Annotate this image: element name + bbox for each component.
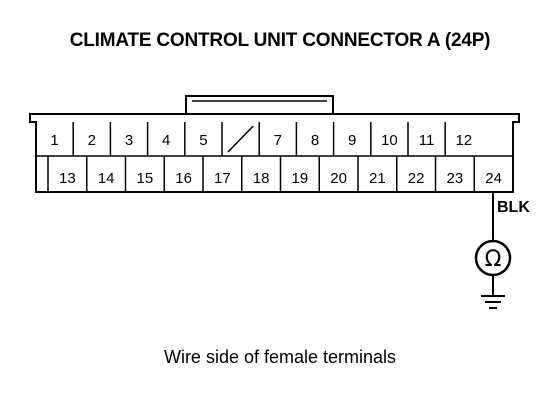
terminal-label: 1 [50,132,58,149]
terminal-label: 17 [214,170,231,187]
terminal-label: 9 [348,132,356,149]
terminal-label: 22 [408,170,425,187]
terminal-label: 16 [175,170,192,187]
terminal-label: 5 [199,132,207,149]
ohm-symbol: Ω [485,247,502,272]
diagram-caption: Wire side of female terminals [163,347,397,367]
connector-shell [29,95,520,193]
connector-outer-frame [29,113,520,193]
terminal-label: 7 [274,132,282,149]
terminal-label: 12 [455,132,472,149]
terminal-label: 13 [59,170,76,187]
terminal-label: 23 [447,170,464,187]
wire-color-label: BLK [497,199,530,216]
terminal-label: 11 [419,132,435,149]
terminal-label: 2 [88,132,96,149]
terminal-label: 3 [125,132,133,149]
terminal-label: 19 [292,170,309,187]
ground-icon [481,295,505,309]
terminal-label: 24 [485,170,502,187]
terminal-label: 18 [253,170,270,187]
terminal-label: 8 [311,132,319,149]
terminal-label: 10 [381,132,398,149]
connector-lock-tab [185,95,334,114]
terminal-label: 21 [369,170,386,187]
ohmmeter-icon: Ω [474,239,512,277]
terminal-label: 15 [137,170,154,187]
blank-terminal-slash [227,125,254,153]
terminal-label: 14 [98,170,115,187]
terminal-label: 4 [162,132,170,149]
terminal-label: 20 [330,170,347,187]
diagram-title: CLIMATE CONTROL UNIT CONNECTOR A (24P) [69,30,491,51]
